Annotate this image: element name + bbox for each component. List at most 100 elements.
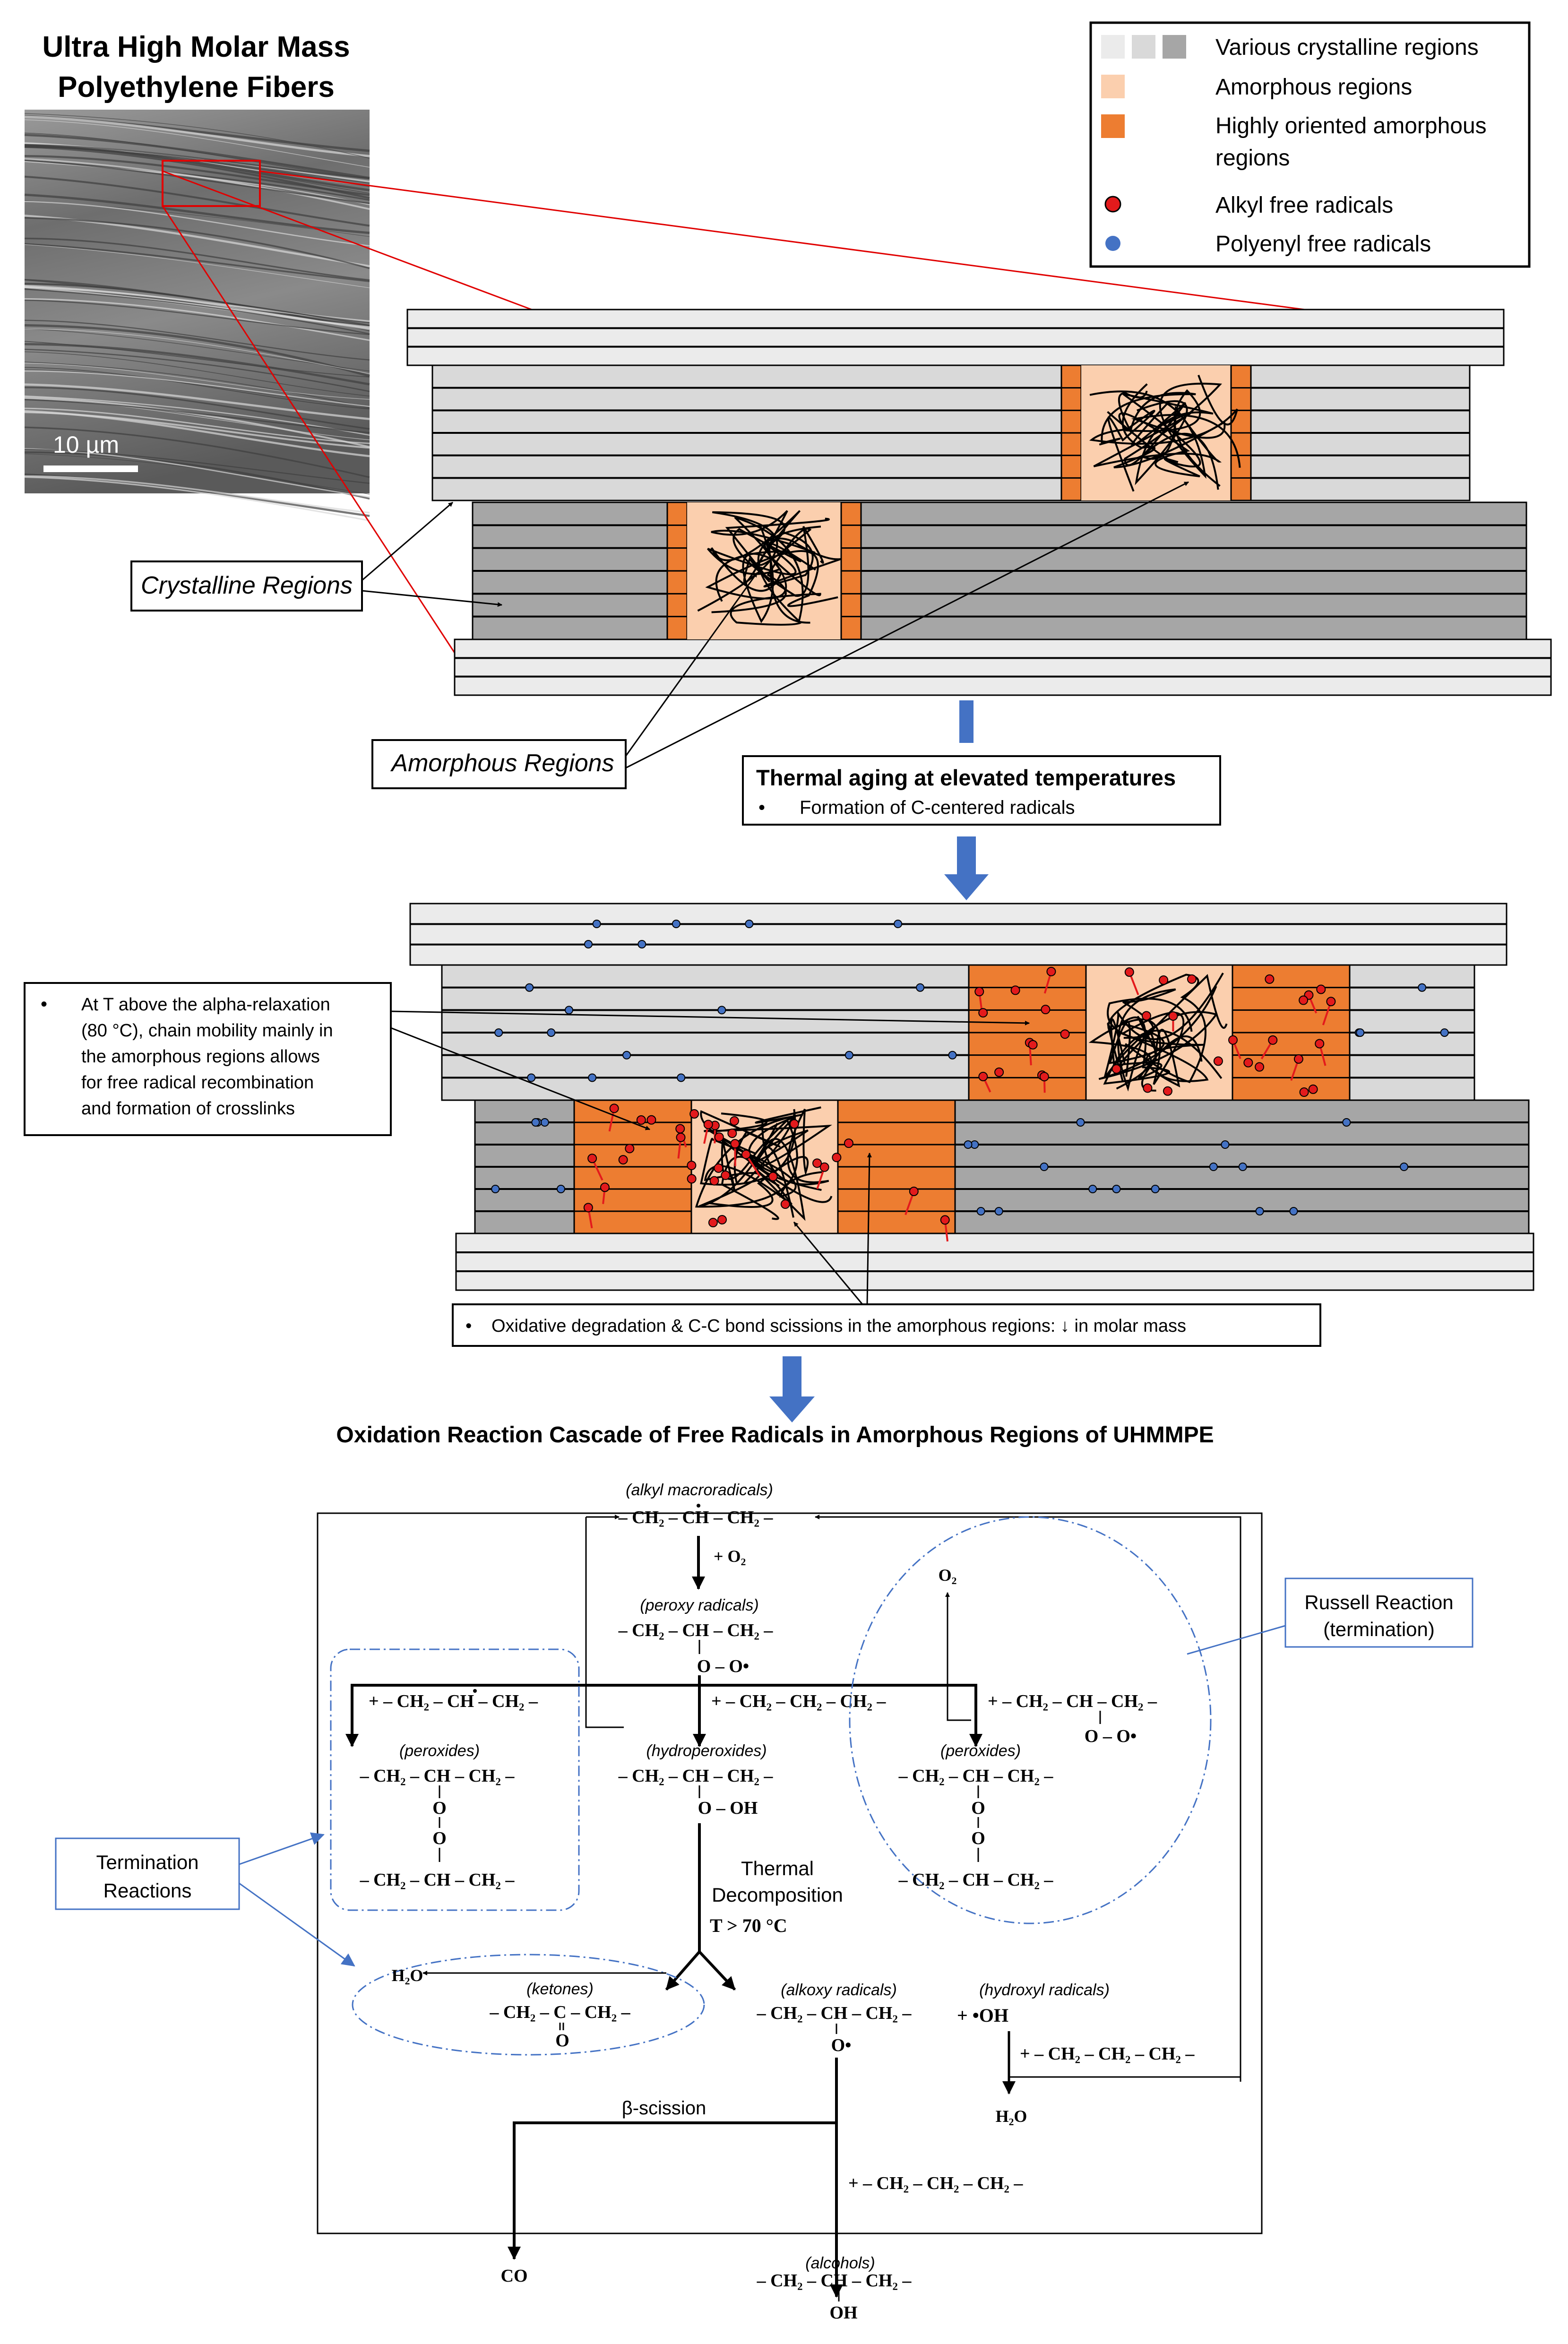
aged-crystal-layer-bottom — [455, 1232, 1534, 1291]
ketone-o: O — [555, 2031, 569, 2051]
alkyl-radical-dot — [1213, 1056, 1223, 1066]
alkyl-radical-dot — [600, 1182, 610, 1192]
alkyl-radical-dot — [780, 1199, 790, 1209]
alkoxy-sub: O• — [831, 2035, 852, 2055]
legend-oriented-label-2: regions — [1215, 146, 1290, 171]
alkyl-radical-dot — [832, 1153, 842, 1163]
step1-title: Thermal aging at elevated temperatures — [756, 765, 1176, 790]
russell-label: Russell Reaction — [1304, 1591, 1453, 1613]
polyenyl-radical-dot — [976, 1207, 985, 1215]
step1-bullet: Formation of C-centered radicals — [800, 797, 1075, 818]
polyenyl-radical-dot — [584, 940, 593, 948]
amorphous-chain — [695, 1106, 822, 1208]
sem-fiber-line — [24, 371, 370, 407]
sem-fiber-line — [24, 155, 370, 196]
alkyl-radical-dot — [727, 1129, 737, 1138]
sem-fiber-line — [24, 475, 370, 514]
alkyl-radical-dot — [709, 1176, 719, 1186]
legend-polyenyl-dot — [1105, 236, 1120, 251]
right-sub: O – O• — [1085, 1726, 1137, 1746]
polyenyl-radical-dot — [1400, 1163, 1409, 1171]
sem-fiber-line — [24, 119, 370, 168]
alkyl-radical-dot — [714, 1163, 724, 1173]
thermal-line1: Thermal — [741, 1857, 814, 1879]
sem-fiber-line — [24, 298, 370, 341]
polyenyl-radical-dot — [540, 1118, 549, 1127]
cascade-title: Oxidation Reaction Cascade of Free Radic… — [336, 1422, 1214, 1448]
sem-fiber-line — [24, 362, 370, 408]
polyenyl-radical-dot — [494, 1028, 503, 1037]
peroxy-sub: O – O• — [697, 1656, 749, 1676]
alkyl-radical-dot — [1041, 1005, 1051, 1015]
polyenyl-radical-dot — [994, 1207, 1003, 1215]
sem-fiber-line — [24, 348, 370, 392]
alkyl-radical-dot — [1039, 1072, 1049, 1082]
alkyl-radical-dot — [703, 1120, 713, 1129]
alkyl-radical-dot — [636, 1115, 646, 1125]
alkyl-radical-dot — [1299, 995, 1309, 1005]
plus-radical-right: + – CH₂ – CH – CH₂ – — [988, 1691, 1157, 1711]
alkyl-radical-dot — [721, 1170, 731, 1180]
fiber-structure-aged — [409, 903, 1534, 1291]
alkyl-radical-dot — [1315, 1039, 1325, 1049]
flow-arrow-3 — [769, 1356, 815, 1422]
legend-swatch-crystal-mid — [1132, 35, 1155, 59]
sem-fiber-line — [24, 426, 370, 478]
legend-swatch-crystal-dark — [1163, 35, 1186, 59]
alkyl-radical-dot — [1187, 974, 1197, 984]
peroxide-left-bottom: – CH₂ – CH – CH₂ – — [360, 1870, 515, 1890]
alkyl-radical-dot — [729, 1116, 739, 1126]
amorphous-chain — [1099, 390, 1196, 446]
peroxide-right-bottom: – CH₂ – CH – CH₂ – — [898, 1870, 1054, 1890]
alkyl-radical-dot — [1028, 1040, 1038, 1050]
alkyl-radical-dot — [909, 1187, 919, 1197]
termination-label-box — [55, 1837, 240, 1910]
o2-out: O₂ — [939, 1566, 957, 1585]
step2-bullet-dot: • — [41, 994, 47, 1015]
plus-o2: + O₂ — [714, 1547, 746, 1566]
peroxide-left-o1: O — [432, 1798, 447, 1818]
ketone-formula: – CH₂ – C – CH₂ – — [489, 2002, 630, 2022]
polyenyl-radical-dot — [622, 1051, 631, 1060]
polyenyl-radical-dot — [556, 1185, 565, 1193]
polyenyl-radical-dot — [588, 1073, 597, 1082]
sem-fiber-line — [24, 193, 370, 234]
amorphous-chain — [1107, 393, 1214, 485]
polyenyl-radical-dot — [564, 1006, 573, 1015]
polyenyl-radical-dot — [1289, 1207, 1298, 1215]
step3-bullet-dot: • — [465, 1316, 472, 1336]
amorphous-chain — [1089, 374, 1238, 492]
scale-bar-label: 10 µm — [53, 431, 119, 458]
amorphous-chain — [704, 1116, 833, 1203]
sem-fiber-line — [24, 383, 370, 420]
step2-line5: and formation of crosslinks — [81, 1099, 295, 1119]
alkoxy-radicals-label: (alkoxy radicals) — [781, 1981, 897, 1999]
amorphous-chain — [1107, 974, 1206, 1083]
sem-fiber-line — [24, 237, 370, 281]
polyenyl-radical-dot — [527, 1073, 536, 1082]
alkyl-radical-dot — [646, 1115, 656, 1125]
alkyl-radical-dot — [1316, 984, 1326, 994]
flow-arrow-2 — [944, 836, 989, 900]
peroxides-left-label: (peroxides) — [399, 1742, 480, 1760]
alkyl-radical-dot — [730, 1139, 740, 1149]
polyenyl-radical-dot — [531, 1118, 540, 1127]
hydroperoxides-label: (hydroperoxides) — [646, 1742, 767, 1760]
polyenyl-radical-dot — [1112, 1185, 1121, 1193]
alkoxy-formula: – CH₂ – CH – CH₂ – — [757, 2003, 912, 2023]
polyenyl-radical-dot — [844, 1051, 853, 1060]
sem-fiber-line — [24, 288, 370, 335]
sem-fiber-line — [24, 134, 370, 179]
sem-fiber-line — [24, 279, 370, 326]
polyenyl-radical-dot — [638, 940, 646, 948]
alkyl-radical-dot — [587, 1154, 597, 1163]
legend-alkyl-dot — [1104, 196, 1121, 213]
termination-line2: Reactions — [103, 1879, 192, 1902]
alkyl-radical-dot — [708, 1218, 718, 1228]
sem-fiber-line — [24, 411, 370, 449]
alkyl-radical-dot — [1268, 1035, 1278, 1045]
h2o-right: H₂O — [996, 2107, 1027, 2126]
alkyl-radical-dot — [1243, 1058, 1253, 1068]
alkyl-radical-dot — [978, 1072, 988, 1082]
alkyl-radical-dot — [1326, 997, 1336, 1007]
